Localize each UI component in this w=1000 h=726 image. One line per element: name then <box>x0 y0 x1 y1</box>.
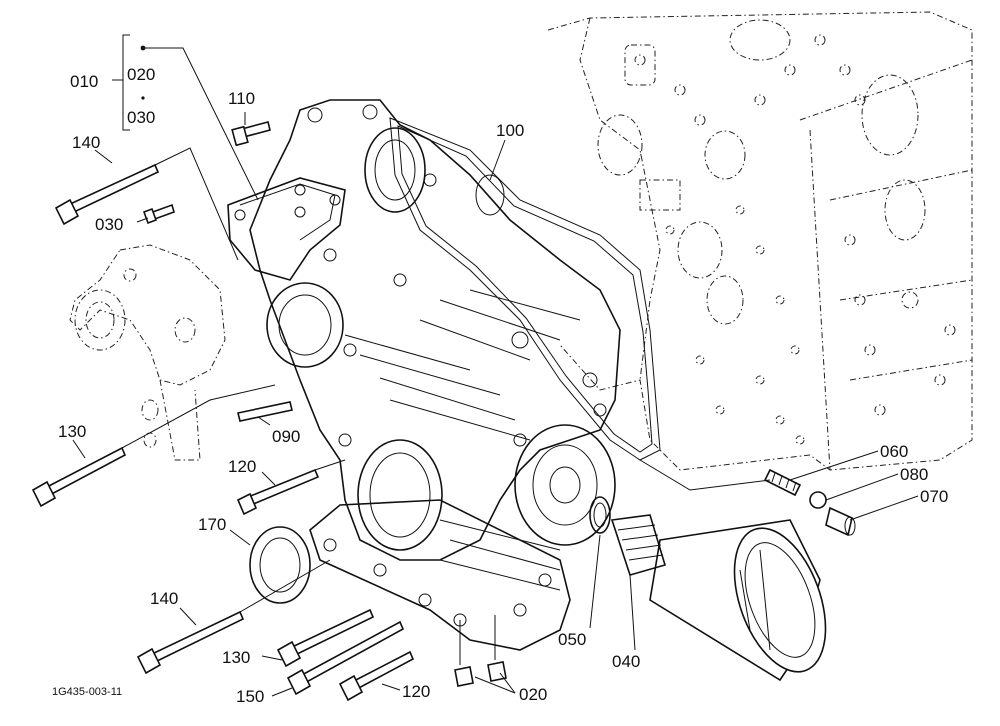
label-100: 100 <box>496 121 524 140</box>
engine-block <box>547 11 973 471</box>
label-130-left: 130 <box>58 422 86 441</box>
label-050: 050 <box>558 630 586 649</box>
label-120-middle: 120 <box>228 457 256 476</box>
label-070: 070 <box>920 487 948 506</box>
oil-filter <box>649 519 827 682</box>
label-030-upper: 030 <box>127 108 155 127</box>
o-ring-050 <box>589 496 611 534</box>
oil-filter-fitting <box>610 514 666 576</box>
label-120-lower: 120 <box>402 682 430 701</box>
lower-cover <box>309 499 571 651</box>
bullet-dot-020 <box>140 45 146 51</box>
plugs-020 <box>454 661 507 687</box>
label-030-lower: 030 <box>95 215 123 234</box>
bolt-120-lower <box>338 650 415 702</box>
label-140-upper: 140 <box>72 133 100 152</box>
bolt-150 <box>286 620 405 696</box>
bolt-130-lower <box>276 608 375 668</box>
bullet-dot-030 <box>141 96 145 100</box>
bolt-140-lower <box>136 610 245 675</box>
label-040: 040 <box>612 652 640 671</box>
leader-lines <box>72 34 919 697</box>
oil-seal-170 <box>249 526 311 604</box>
label-020-lower: 020 <box>519 685 547 704</box>
figure-code: 1G435-003-11 <box>52 686 122 698</box>
label-010: 010 <box>70 72 98 91</box>
label-170: 170 <box>198 515 226 534</box>
part-labels: 010 020 030 110 140 030 100 130 090 120 … <box>52 65 948 706</box>
bolt-140-upper <box>54 163 160 226</box>
label-150: 150 <box>236 687 264 706</box>
label-110: 110 <box>228 89 255 108</box>
bolt-110 <box>231 121 271 147</box>
label-060: 060 <box>880 442 908 461</box>
bolt-030-small <box>142 203 175 225</box>
water-pump <box>69 244 226 461</box>
stud-090 <box>237 401 293 422</box>
label-140-lower: 140 <box>150 589 178 608</box>
label-020-upper: 020 <box>127 65 155 84</box>
label-130-lower: 130 <box>222 648 250 667</box>
gear-case <box>249 99 621 591</box>
label-080: 080 <box>900 465 928 484</box>
bolt-120-middle <box>236 468 320 516</box>
label-090: 090 <box>272 427 300 446</box>
relief-valve-parts <box>763 468 856 537</box>
bolt-130-left <box>31 446 127 508</box>
gasket-100 <box>389 117 661 461</box>
thermostat-housing <box>227 177 346 281</box>
